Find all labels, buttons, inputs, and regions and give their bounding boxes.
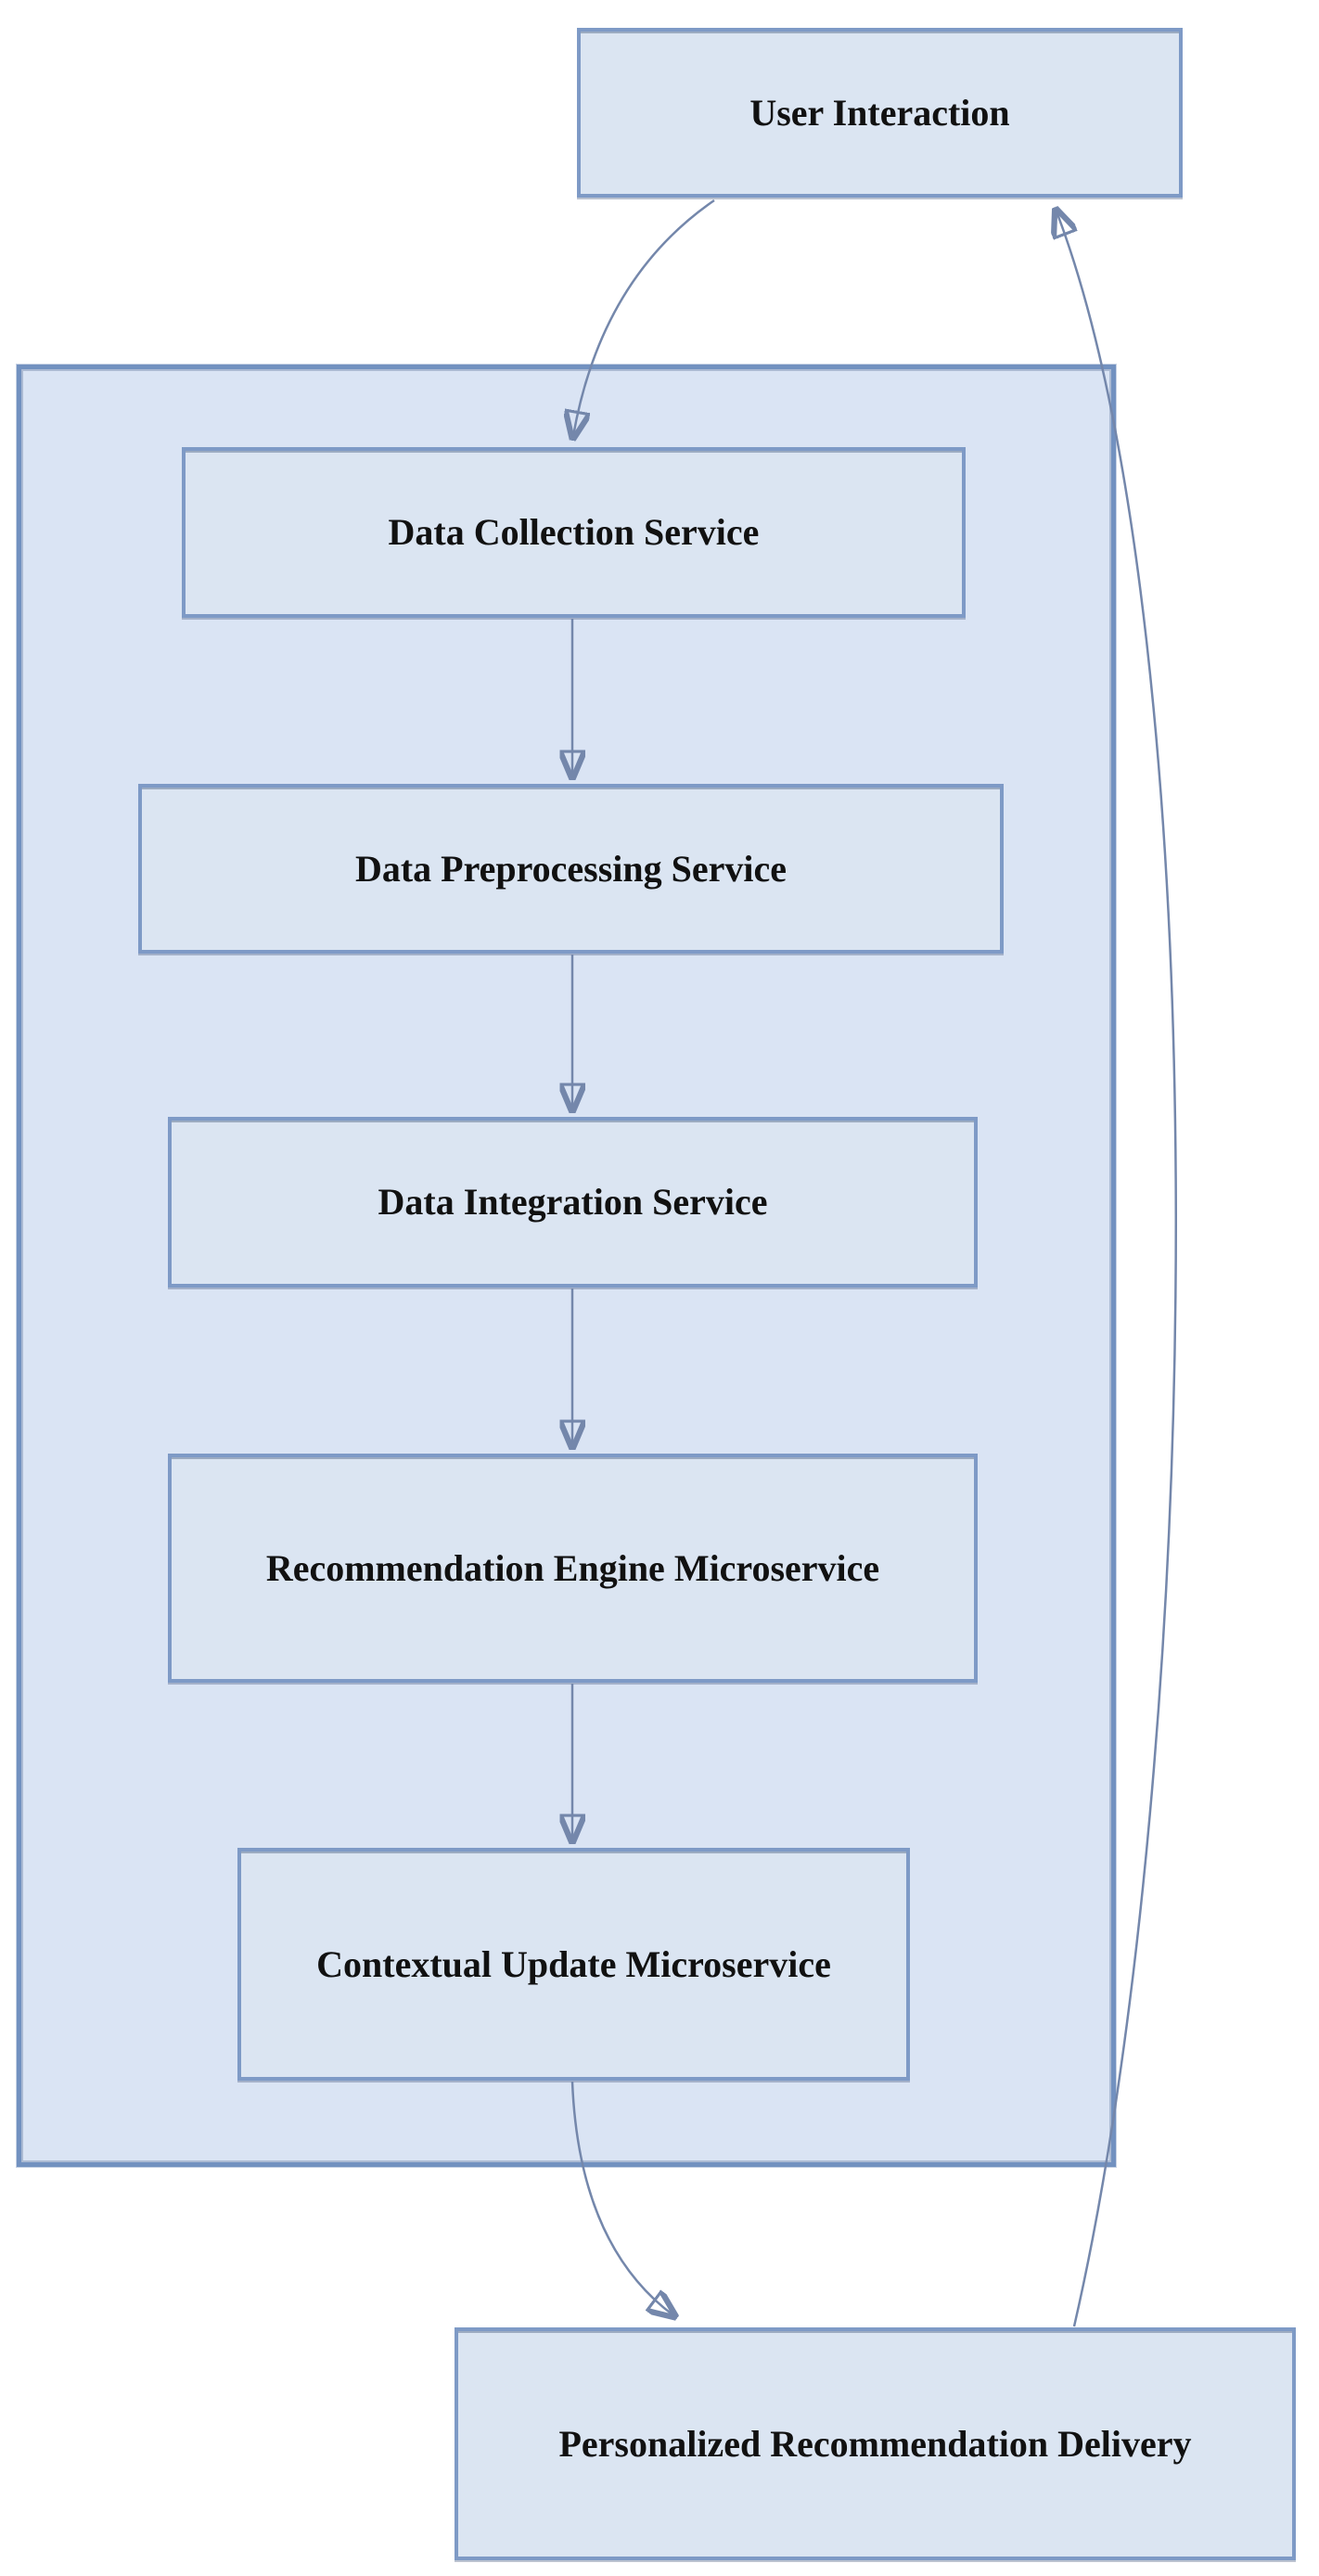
- node-label: User Interaction: [749, 91, 1010, 134]
- node-user-interaction: User Interaction: [577, 28, 1183, 198]
- node-label: Recommendation Engine Microservice: [265, 1546, 880, 1589]
- node-label: Personalized Recommendation Delivery: [558, 2422, 1192, 2465]
- node-data-preprocessing-service: Data Preprocessing Service: [138, 784, 1004, 954]
- node-contextual-update-microservice: Contextual Update Microservice: [237, 1848, 910, 2081]
- node-recommendation-engine-microservice: Recommendation Engine Microservice: [168, 1454, 978, 1683]
- node-data-integration-service: Data Integration Service: [168, 1117, 978, 1288]
- node-label: Contextual Update Microservice: [316, 1942, 831, 1985]
- node-label: Data Collection Service: [388, 511, 760, 553]
- node-data-collection-service: Data Collection Service: [182, 447, 966, 618]
- node-label: Data Preprocessing Service: [354, 847, 788, 890]
- node-personalized-recommendation-delivery: Personalized Recommendation Delivery: [455, 2327, 1296, 2560]
- node-label: Data Integration Service: [378, 1181, 768, 1223]
